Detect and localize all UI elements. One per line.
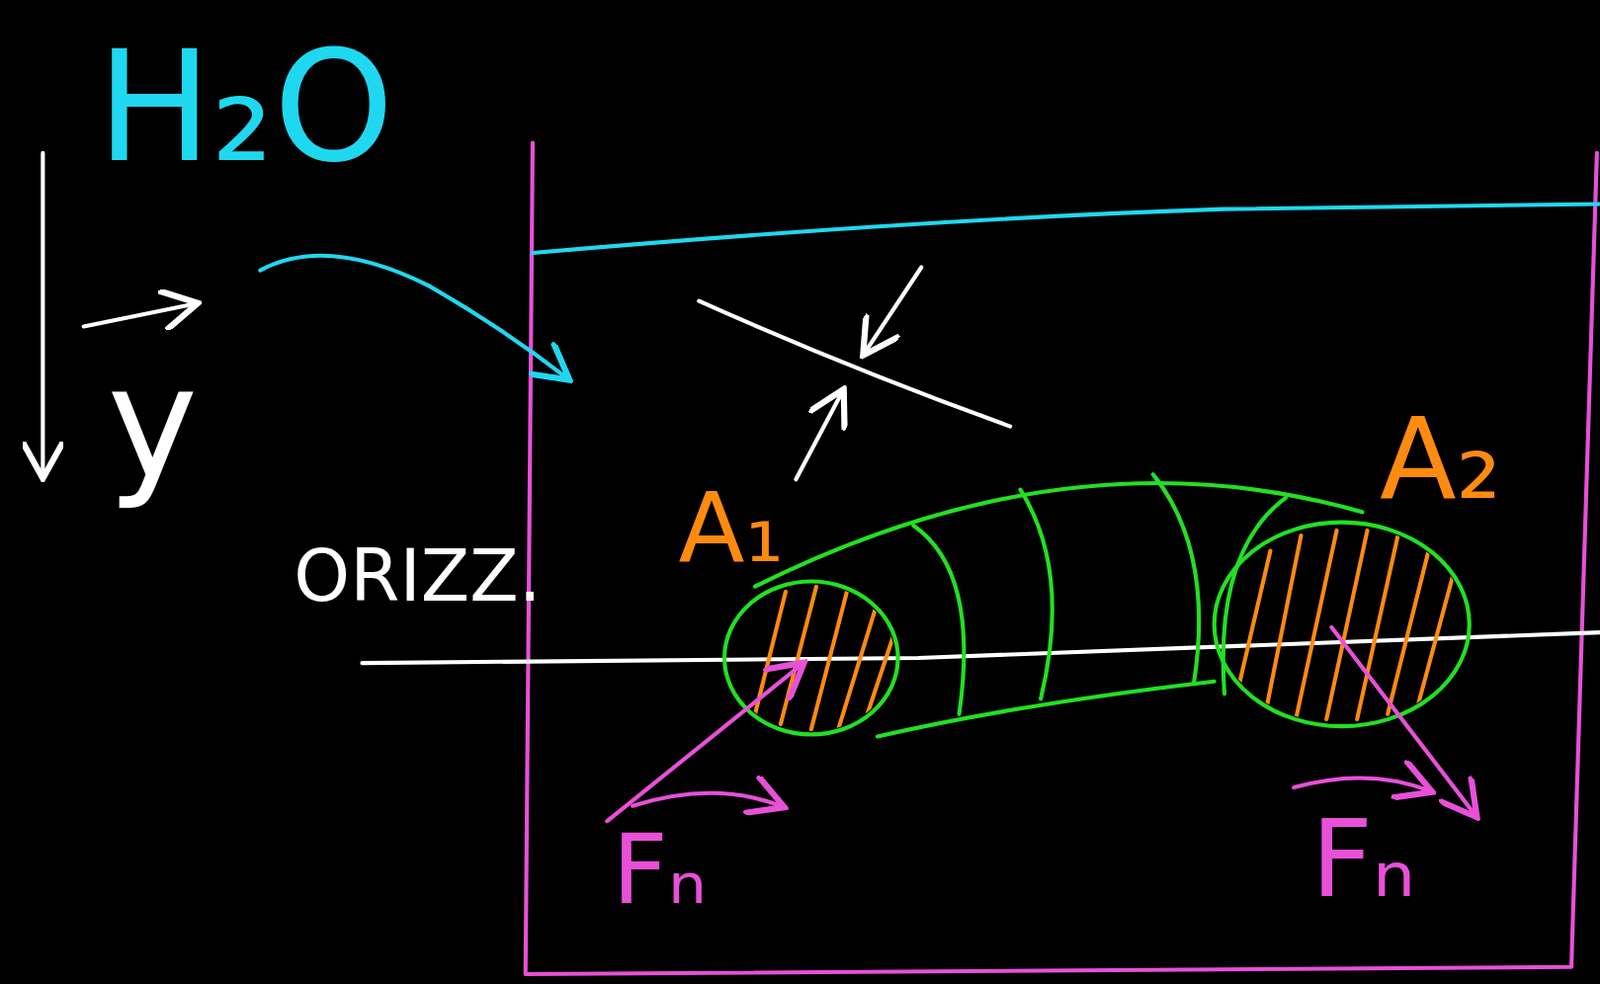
force-vector (606, 665, 801, 822)
vector-arrow (1293, 777, 1429, 791)
label: A₁ (678, 479, 784, 577)
label: Fₙ (612, 821, 708, 919)
normal-arrow (865, 267, 923, 353)
label: ORIZZ. (293, 540, 541, 612)
tank-wall (525, 143, 1598, 975)
label: y (106, 346, 198, 501)
label: Fₙ (1311, 806, 1417, 914)
pointer-arrow (259, 255, 567, 378)
vector-arrow (632, 793, 781, 807)
label: A₂ (1379, 403, 1502, 516)
flux-tube (724, 474, 1470, 737)
normal-arrow (795, 393, 842, 481)
force-vector (1331, 627, 1475, 815)
area-hatching (755, 530, 1454, 736)
surface-element (698, 301, 1011, 427)
label: H₂O (96, 30, 394, 184)
vector-arrow (84, 304, 195, 328)
water-surface (532, 204, 1600, 254)
horizontal-line (362, 632, 1600, 664)
y-axis (40, 153, 45, 475)
